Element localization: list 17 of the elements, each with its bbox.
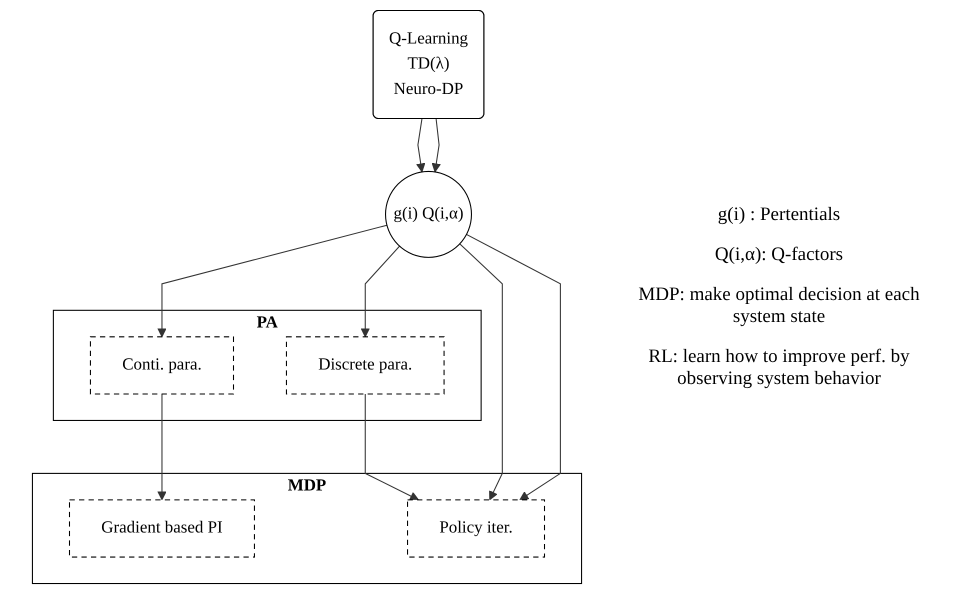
arrow bbox=[432, 118, 441, 172]
arrow bbox=[364, 394, 419, 500]
arrow bbox=[459, 243, 503, 500]
arrow bbox=[157, 394, 167, 500]
note-text: MDP: make optimal decision at each system state bbox=[637, 284, 921, 328]
node-box: Policy iter. bbox=[407, 499, 546, 558]
arrow bbox=[360, 246, 400, 338]
note-text: RL: learn how to improve perf. by observing system behavior bbox=[647, 346, 911, 390]
arrow bbox=[157, 224, 388, 338]
node-box: Gradient based PI bbox=[68, 499, 255, 558]
note-text: Q(i,α): Q-factors bbox=[714, 244, 844, 266]
arrow bbox=[416, 118, 426, 172]
node-box: Conti. para. bbox=[90, 336, 234, 394]
node-box: Discrete para. bbox=[286, 336, 445, 394]
note-text: g(i) : Pertentials bbox=[716, 204, 842, 226]
node-circle: g(i) Q(i,α) bbox=[385, 170, 472, 258]
arrow bbox=[466, 234, 561, 500]
